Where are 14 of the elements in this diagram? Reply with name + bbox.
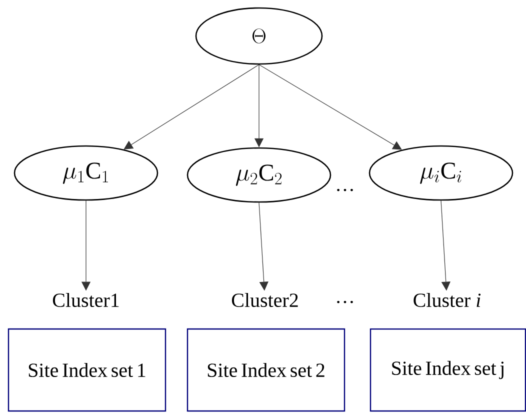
site-index-box: Site Index set j <box>370 328 526 412</box>
cluster-label: Cluster2 <box>232 292 298 308</box>
ellipsis: … <box>337 188 353 192</box>
arrow <box>124 64 260 150</box>
ellipse-node: $\mu_2\mathrm{C}_2$ <box>186 147 332 203</box>
cluster-label: Cluster1 <box>52 292 119 308</box>
ellipse-node: $\mu_1\mathrm{C}_1$ <box>14 145 158 201</box>
cluster-label: Cluster i <box>414 292 481 308</box>
ellipse-node: $\Theta$ <box>195 7 323 65</box>
site-index-box: Site Index set 2 <box>186 328 346 412</box>
ellipse-node: $\mu_i\mathrm{C}_i$ <box>368 145 514 201</box>
ellipsis: … <box>337 300 353 304</box>
arrow <box>258 64 402 150</box>
site-index-box: Site Index set 1 <box>8 328 166 412</box>
